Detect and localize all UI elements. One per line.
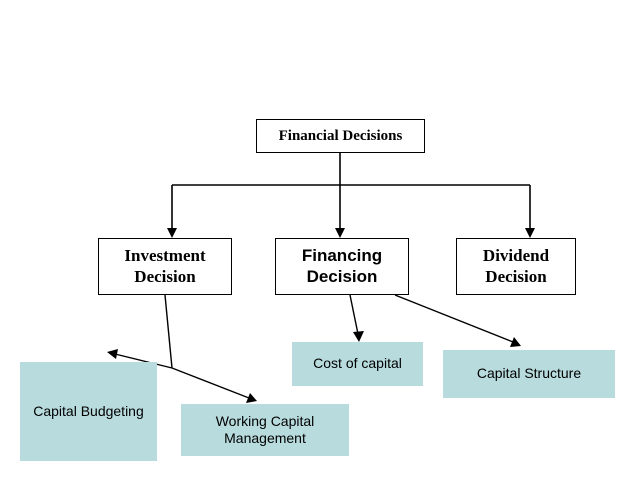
- node-capital-structure-label: Capital Structure: [476, 365, 582, 382]
- node-cost-of-capital: Cost of capital: [292, 342, 423, 386]
- node-investment-decision: Investment Decision: [98, 238, 232, 295]
- node-cost-of-capital-label: Cost of capital: [313, 355, 402, 372]
- node-dividend-decision-line2: Decision: [485, 266, 547, 286]
- node-capital-structure: Capital Structure: [443, 350, 615, 398]
- node-financial-decisions-label: Financial Decisions: [278, 127, 403, 144]
- node-dividend-decision: Dividend Decision: [456, 238, 576, 295]
- node-capital-budgeting: Capital Budgeting: [20, 362, 157, 461]
- node-financing-decision-line2: Decision: [306, 266, 378, 286]
- node-financing-decision-label: Financing Decision: [302, 246, 382, 287]
- node-investment-decision-line2: Decision: [134, 266, 196, 286]
- node-dividend-decision-label: Dividend Decision: [483, 246, 549, 287]
- node-investment-decision-line1: Investment: [124, 245, 206, 265]
- node-financing-decision-line1: Financing: [301, 245, 383, 265]
- node-working-capital-management-line2: Management: [224, 430, 306, 446]
- node-dividend-decision-line1: Dividend: [482, 245, 550, 265]
- node-working-capital-management-label: Working Capital Management: [216, 413, 315, 447]
- node-capital-budgeting-label: Capital Budgeting: [33, 402, 144, 419]
- node-financial-decisions: Financial Decisions: [256, 119, 425, 153]
- node-working-capital-management: Working Capital Management: [181, 404, 349, 456]
- node-investment-decision-label: Investment Decision: [124, 246, 205, 287]
- node-financing-decision: Financing Decision: [275, 238, 409, 295]
- node-working-capital-management-line1: Working Capital: [215, 412, 315, 429]
